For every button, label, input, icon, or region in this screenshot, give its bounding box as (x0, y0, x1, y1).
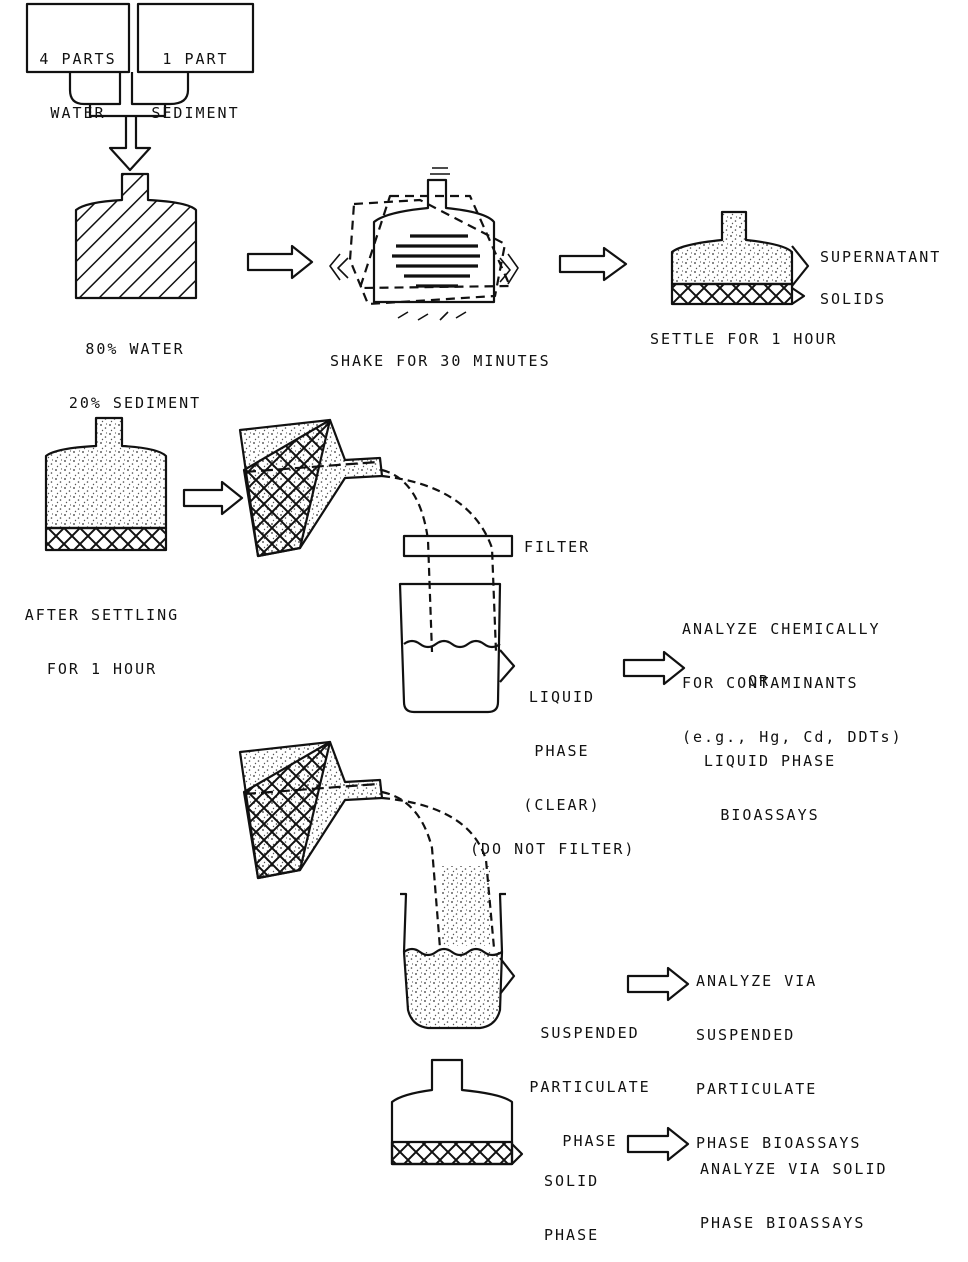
analyze-chemically-line: FOR CONTAMINANTS (682, 674, 859, 692)
mixing-bottle (74, 172, 198, 300)
analyze-solid-label: ANALYZE VIA SOLID PHASE BIOASSAYS (700, 1124, 888, 1250)
solids-label: SOLIDS (820, 290, 887, 308)
pouring-bottle (238, 418, 498, 653)
liquid-phase-line: LIQUID (528, 688, 596, 706)
supernatant-label: SUPERNATANT (820, 248, 942, 266)
analyze-chemically-line: ANALYZE CHEMICALLY (682, 620, 881, 638)
arrow-icon (626, 966, 690, 1002)
shake-label: SHAKE FOR 30 MINUTES (330, 352, 551, 370)
suspended-beaker (400, 892, 516, 1030)
analyze-chemically-label: ANALYZE CHEMICALLY FOR CONTAMINANTS (e.g… (682, 584, 903, 764)
water-input-line: 4 PARTS (39, 50, 117, 68)
arrow-icon (246, 244, 314, 280)
sediment-input-box (136, 2, 255, 74)
suspended-phase-line: SUSPENDED (540, 1024, 640, 1042)
sediment-input-line: SEDIMENT (151, 104, 240, 122)
liquid-phase-label: LIQUID PHASE (CLEAR) (512, 652, 612, 832)
or-label: OR (748, 672, 771, 690)
mix-ratio-line: 80% WATER (85, 340, 185, 358)
liquid-phase-line: (CLEAR) (523, 796, 601, 814)
liquid-beaker (398, 582, 516, 714)
analyze-suspended-label: ANALYZE VIA SUSPENDED PARTICULATE PHASE … (696, 936, 861, 1170)
arrow-icon (626, 1126, 690, 1162)
analyze-suspended-line: ANALYZE VIA (696, 972, 818, 990)
sediment-input-label: 1 PART SEDIMENT (138, 14, 253, 140)
analyze-solid-line: ANALYZE VIA SOLID (700, 1160, 888, 1178)
filter-label: FILTER (524, 538, 591, 556)
after-settling-bottle (44, 416, 168, 552)
mix-ratio-line: 20% SEDIMENT (68, 394, 202, 412)
water-input-line: WATER (50, 104, 106, 122)
filter-disc (402, 534, 514, 558)
mix-ratio-label: 80% WATER 20% SEDIMENT (40, 304, 230, 430)
merge-pipe (68, 72, 190, 172)
arrow-icon (558, 246, 628, 282)
water-input-box (25, 2, 131, 74)
suspended-phase-line: PARTICULATE (529, 1078, 651, 1096)
after-settling-line: FOR 1 HOUR (46, 660, 158, 678)
pouring-bottle-2 (238, 740, 496, 949)
procedure-diagram (25, 2, 810, 1166)
solid-phase-label: SOLID PHASE (544, 1136, 599, 1262)
analyze-suspended-line: PARTICULATE (696, 1080, 818, 1098)
analyze-solid-line: PHASE BIOASSAYS (700, 1214, 866, 1232)
arrow-icon (182, 480, 244, 516)
water-input-label: 4 PARTS WATER (28, 14, 128, 140)
suspended-phase-label: SUSPENDED PARTICULATE PHASE (512, 988, 668, 1168)
analyze-suspended-line: SUSPENDED (696, 1026, 796, 1044)
shaking-bottle (329, 167, 519, 321)
suspended-phase-line: PHASE (562, 1132, 618, 1150)
liquid-bioassay-label: LIQUID PHASE BIOASSAYS (682, 716, 858, 842)
solid-phase-bottle (390, 1058, 524, 1166)
after-settling-label: AFTER SETTLING FOR 1 HOUR (4, 570, 200, 696)
do-not-filter-label: (DO NOT FILTER) (470, 840, 636, 858)
settle-label: SETTLE FOR 1 HOUR (650, 330, 838, 348)
solid-phase-line: PHASE (544, 1226, 600, 1244)
liquid-phase-line: PHASE (534, 742, 590, 760)
liquid-bioassay-line: BIOASSAYS (720, 806, 820, 824)
arrow-icon (622, 650, 686, 686)
after-settling-line: AFTER SETTLING (24, 606, 180, 624)
settled-bottle (670, 210, 810, 306)
sediment-input-line: 1 PART (162, 50, 229, 68)
analyze-chemically-line: (e.g., Hg, Cd, DDTs) (682, 728, 903, 746)
analyze-suspended-line: PHASE BIOASSAYS (696, 1134, 862, 1152)
liquid-bioassay-line: LIQUID PHASE (703, 752, 837, 770)
solid-phase-line: SOLID (544, 1172, 600, 1190)
